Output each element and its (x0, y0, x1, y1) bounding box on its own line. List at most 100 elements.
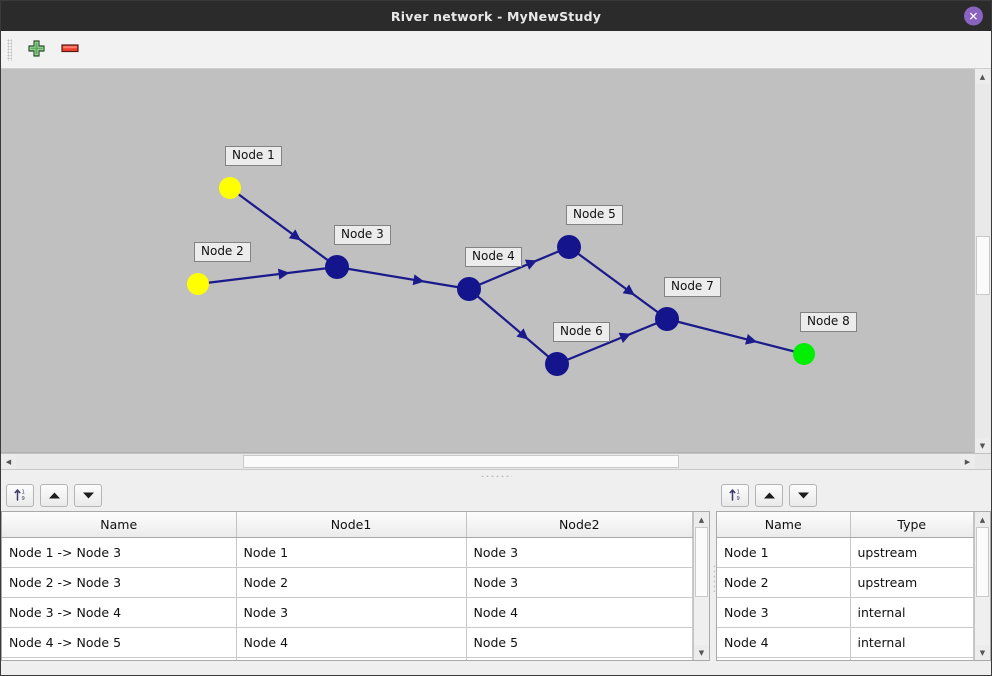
table-cell[interactable]: Node 3 -> Node 4 (2, 597, 237, 628)
column-header-node2[interactable]: Node2 (466, 512, 693, 538)
table-cell[interactable]: Node 3 (466, 567, 693, 598)
add-node-button[interactable] (24, 38, 48, 62)
table-cell[interactable]: upstream (850, 537, 974, 568)
table-cell-empty[interactable] (2, 657, 237, 660)
edge-Node6-to-Node7[interactable] (556, 317, 668, 366)
table-cell-empty[interactable] (717, 657, 851, 660)
table-row-empty[interactable] (2, 657, 693, 660)
table-cell[interactable]: Node 1 (236, 537, 467, 568)
table-cell[interactable]: Node 1 (717, 537, 851, 568)
reaches-sort-button[interactable]: 1 9 (6, 484, 34, 507)
reaches-scroll-track[interactable] (694, 527, 709, 645)
table-cell[interactable]: Node 4 -> Node 5 (2, 627, 237, 658)
horizontal-splitter[interactable] (1, 469, 991, 480)
edge-Node4-to-Node6[interactable] (468, 288, 558, 365)
graph-node-label-node-3[interactable]: Node 3 (334, 225, 391, 245)
canvas-horizontal-scrollbar[interactable]: ◀ ▶ (1, 453, 991, 469)
nodes-scroll-thumb[interactable] (976, 527, 989, 598)
table-cell[interactable]: Node 1 -> Node 3 (2, 537, 237, 568)
nodes-sort-button[interactable]: 1 9 (721, 484, 749, 507)
graph-node-node-5[interactable] (557, 235, 581, 259)
reaches-move-down-button[interactable] (74, 484, 102, 507)
column-header-node1[interactable]: Node1 (236, 512, 467, 538)
nodes-vertical-scrollbar[interactable]: ▲ ▼ (974, 512, 990, 660)
reaches-vertical-scrollbar[interactable]: ▲ ▼ (693, 512, 709, 660)
table-cell[interactable]: Node 4 (466, 597, 693, 628)
graph-node-label-node-7[interactable]: Node 7 (664, 277, 721, 297)
table-cell[interactable]: Node 4 (717, 627, 851, 658)
table-cell[interactable]: Node 4 (236, 627, 467, 658)
remove-node-button[interactable] (58, 38, 82, 62)
graph-node-label-node-2[interactable]: Node 2 (194, 242, 251, 262)
nodes-move-up-button[interactable] (755, 484, 783, 507)
graph-node-label-node-5[interactable]: Node 5 (566, 205, 623, 225)
table-cell[interactable]: Node 5 (466, 627, 693, 658)
table-cell[interactable]: internal (850, 597, 974, 628)
table-cell-empty[interactable] (466, 657, 693, 660)
table-row-empty[interactable] (717, 657, 974, 660)
graph-node-node-1[interactable] (219, 177, 241, 199)
network-canvas[interactable]: Node 1 Node 2 Node 3 Node 4 Node 5 Node 6 Node… (1, 69, 974, 453)
scroll-up-button[interactable]: ▲ (975, 69, 990, 84)
table-cell[interactable]: upstream (850, 567, 974, 598)
edge-Node7-to-Node8[interactable] (666, 317, 805, 356)
edge-Node5-to-Node7[interactable] (568, 246, 668, 320)
nodes-scroll-track[interactable] (975, 527, 990, 645)
graph-node-label-node-6[interactable]: Node 6 (553, 322, 610, 342)
graph-node-label-node-1[interactable]: Node 1 (225, 146, 282, 166)
table-cell[interactable]: Node 3 (717, 597, 851, 628)
graph-node-node-7[interactable] (655, 307, 679, 331)
table-cell[interactable]: Node 2 -> Node 3 (2, 567, 237, 598)
reaches-scroll-thumb[interactable] (695, 527, 708, 598)
nodes-move-down-button[interactable] (789, 484, 817, 507)
table-cell[interactable]: internal (850, 627, 974, 658)
graph-node-node-6[interactable] (545, 352, 569, 376)
vertical-scroll-thumb[interactable] (976, 236, 990, 295)
table-cell-empty[interactable] (236, 657, 467, 660)
table-cell[interactable]: Node 3 (236, 597, 467, 628)
toolbar-drag-handle[interactable] (7, 38, 12, 61)
table-cell[interactable]: Node 2 (717, 567, 851, 598)
edge-Node2-to-Node3[interactable] (197, 265, 338, 286)
graph-node-label-node-4[interactable]: Node 4 (465, 247, 522, 267)
graph-node-label-node-8[interactable]: Node 8 (800, 312, 857, 332)
reaches-move-up-button[interactable] (40, 484, 68, 507)
vertical-scroll-track[interactable] (975, 84, 991, 438)
column-header-name[interactable]: Name (2, 512, 237, 538)
table-cell-empty[interactable] (850, 657, 974, 660)
table-cell[interactable]: Node 2 (236, 567, 467, 598)
scroll-right-button[interactable]: ▶ (960, 454, 975, 469)
scroll-down-button[interactable]: ▼ (975, 438, 990, 453)
nodes-footer-strip (716, 661, 991, 675)
reaches-scroll-down-button[interactable]: ▼ (694, 645, 709, 660)
scroll-left-button[interactable]: ◀ (1, 454, 16, 469)
edge-Node4-to-Node5[interactable] (468, 245, 570, 291)
edge-Node3-to-Node4[interactable] (336, 265, 470, 291)
column-header-name[interactable]: Name (717, 512, 851, 538)
graph-node-node-3[interactable] (325, 255, 349, 279)
vertical-splitter[interactable] (710, 480, 716, 675)
horizontal-scroll-thumb[interactable] (242, 455, 679, 468)
canvas-vertical-scrollbar[interactable]: ▲ ▼ (974, 69, 991, 453)
edge-Node1-to-Node3[interactable] (229, 187, 338, 268)
graph-node-node-8[interactable] (793, 343, 815, 365)
reaches-scroll-up-button[interactable]: ▲ (694, 512, 709, 527)
graph-node-node-4[interactable] (457, 277, 481, 301)
graph-node-node-2[interactable] (187, 273, 209, 295)
table-cell[interactable]: Node 3 (466, 537, 693, 568)
column-header-type[interactable]: Type (850, 512, 974, 538)
close-button[interactable]: ✕ (964, 6, 983, 26)
nodes-scroll-down-button[interactable]: ▼ (975, 645, 990, 660)
horizontal-scroll-track[interactable] (16, 454, 960, 469)
nodes-scroll-up-button[interactable]: ▲ (975, 512, 990, 527)
